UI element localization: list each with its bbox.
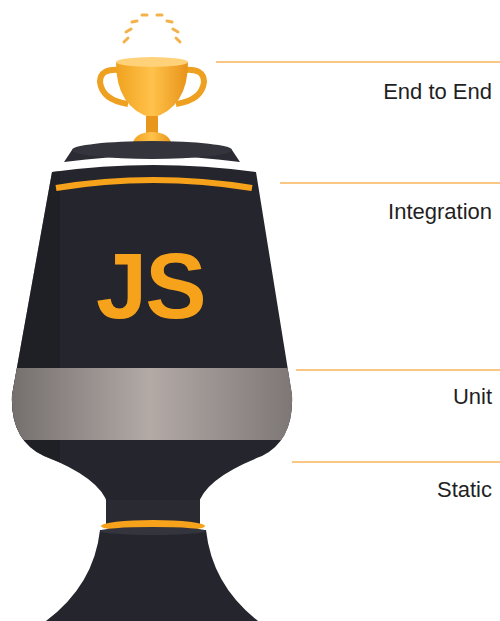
trophy-lid [72,141,232,159]
logo-text: JS [96,236,205,336]
test-level-label: End to End [383,79,492,105]
test-level-label: Unit [453,384,492,410]
test-level-label: Integration [388,199,492,225]
laurel [124,15,180,42]
trophy-body [0,150,300,520]
orange-stripe [56,180,252,188]
test-level-label: Static [437,477,492,503]
trophy-base [46,500,258,621]
gold-cup [100,57,204,146]
